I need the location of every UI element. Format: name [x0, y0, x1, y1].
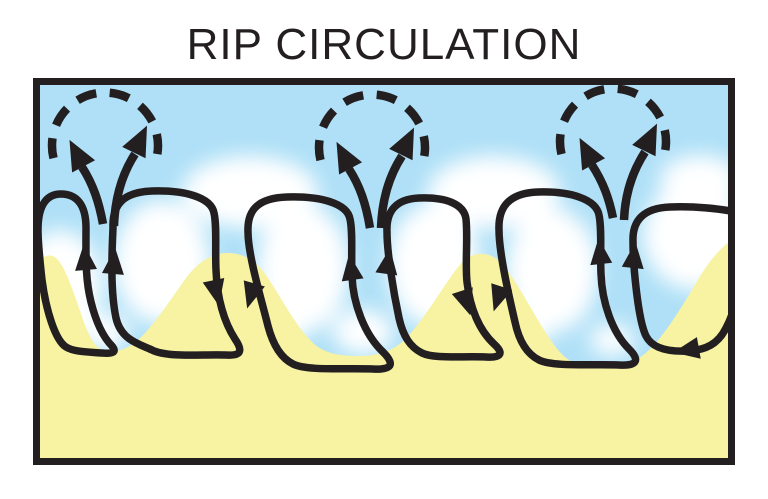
- flow-arrowheads: [75, 238, 701, 359]
- diagram-border: [33, 78, 735, 465]
- up-flow-arrowhead: [621, 242, 644, 270]
- beach-sand-region: [40, 242, 728, 459]
- rip-arrow-stem: [376, 153, 406, 229]
- circulation-loop-3: [244, 193, 394, 373]
- rip-arrow-head: [632, 123, 658, 157]
- rip-arrow-head: [336, 141, 363, 175]
- down-flow-arrowhead: [491, 283, 513, 312]
- foam-patch: [506, 208, 598, 332]
- rip-current-arrows: [69, 123, 658, 229]
- foam-patch: [660, 155, 728, 205]
- rip-arrow-head: [389, 127, 415, 161]
- diagram-title: RIP CIRCULATION: [187, 20, 582, 69]
- rip-arrow-head: [122, 125, 148, 159]
- up-flow-arrowhead: [375, 248, 398, 276]
- up-flow-arrowhead: [590, 238, 613, 266]
- down-flow-arrowhead: [243, 280, 265, 309]
- up-flow-arrowhead: [341, 254, 364, 282]
- up-flow-arrowhead: [101, 248, 124, 275]
- circulation-loop-6: [629, 203, 728, 355]
- circulation-loop-2: [108, 187, 244, 359]
- down-flow-arrowhead: [202, 277, 225, 306]
- down-flow-arrowhead: [451, 287, 473, 316]
- rip-arrow-stem: [588, 162, 618, 219]
- rip-arrow-head: [69, 139, 96, 173]
- rip-arrow-stem: [345, 166, 375, 229]
- left-flow-arrowhead: [673, 337, 701, 359]
- rip-arrow-head: [579, 137, 606, 171]
- circulation-loop-5: [495, 188, 640, 369]
- rip-arrow-stem: [109, 151, 139, 227]
- circulation-cells: [40, 187, 728, 373]
- up-flow-arrowhead: [75, 244, 98, 271]
- circulation-loop-4: [383, 194, 504, 361]
- rip-arrow-stem: [619, 149, 649, 221]
- circulation-loop-1: [40, 190, 118, 357]
- rip-arrow-stem: [78, 164, 108, 225]
